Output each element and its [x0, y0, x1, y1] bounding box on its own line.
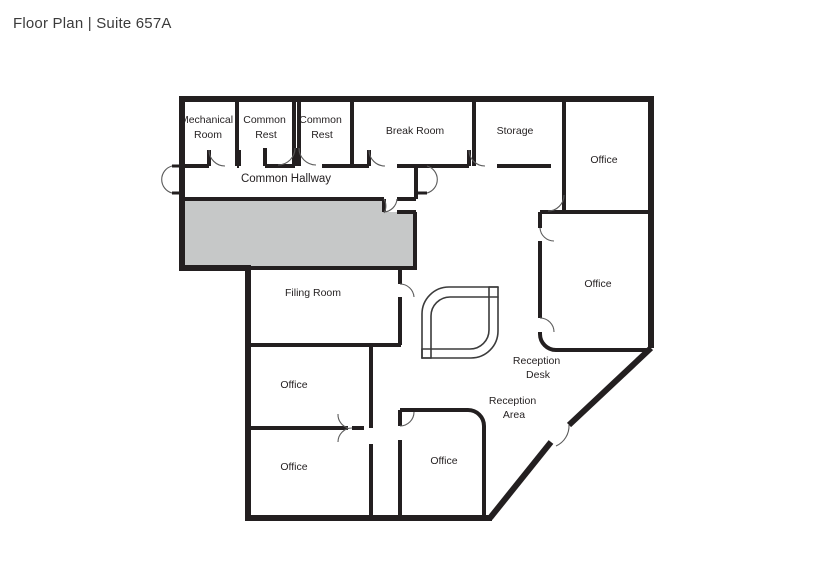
room-label-storage: Storage — [497, 125, 534, 137]
room-label-reception-area: Reception Area — [489, 395, 539, 421]
room-label-break-room: Break Room — [386, 125, 445, 137]
door-arcs — [161, 147, 570, 447]
room-label-common-rest-1: Common Rest — [243, 114, 289, 141]
interior-walls-lower-left — [248, 268, 402, 518]
reception-desk-shape — [421, 286, 499, 359]
room-label-common-rest-2: Common Rest — [299, 114, 345, 141]
room-label-common-hallway: Common Hallway — [241, 173, 331, 185]
room-labels: Mechanical Room Common Rest Common Rest … — [180, 114, 618, 473]
room-label-office-left-upper: Office — [280, 379, 307, 391]
hallway-walls — [182, 164, 427, 270]
interior-walls-right-offices — [538, 166, 651, 352]
room-label-filing-room: Filing Room — [285, 287, 341, 299]
room-label-office-left-lower: Office — [280, 461, 307, 473]
room-label-office-bottom-center: Office — [430, 455, 457, 467]
shaded-suite-area — [182, 201, 415, 268]
page-title: Floor Plan | Suite 657A — [13, 15, 172, 32]
room-label-office-top-right: Office — [590, 154, 617, 166]
exterior-walls — [172, 96, 654, 521]
room-label-mechanical-room: Mechanical Room — [180, 114, 236, 141]
interior-walls-bottom-center-office — [398, 408, 486, 518]
room-label-reception-desk: Reception Desk — [513, 355, 563, 381]
room-label-office-mid-right: Office — [584, 278, 611, 290]
interior-walls-top-row — [182, 99, 566, 212]
